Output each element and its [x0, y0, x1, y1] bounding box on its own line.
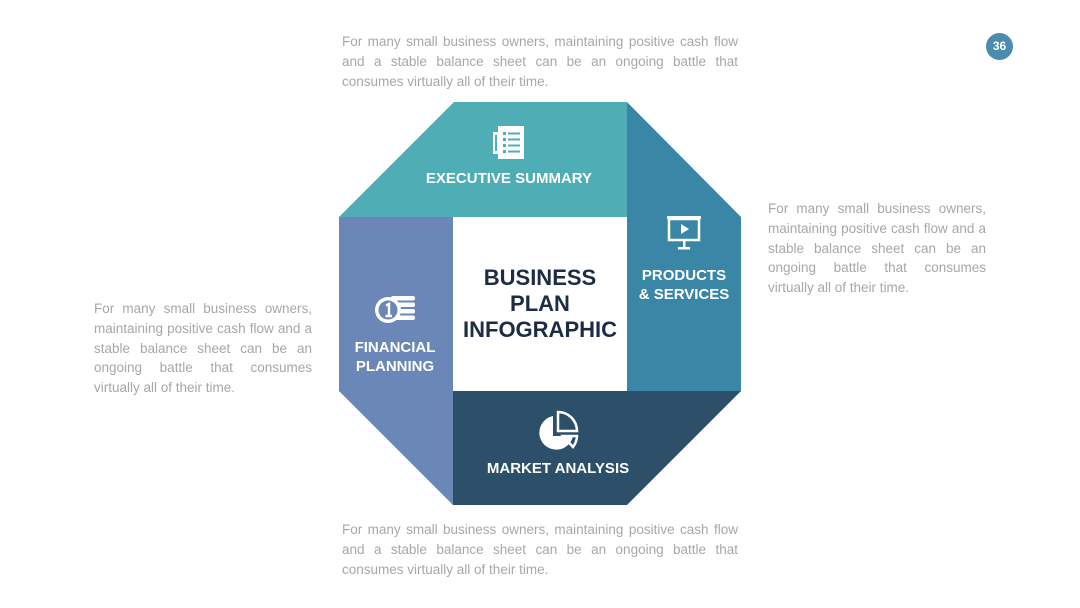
- center-title-line3: INFOGRAPHIC: [463, 317, 617, 342]
- center-title-line2: PLAN: [510, 291, 570, 316]
- page-number-badge: 36: [986, 33, 1013, 60]
- coins-icon: [375, 296, 415, 323]
- products-services-label-line1: PRODUCTS: [642, 267, 726, 284]
- center-panel: [453, 217, 627, 391]
- presentation-board-icon: [667, 216, 701, 250]
- executive-summary-label: EXECUTIVE SUMMARY: [426, 170, 592, 187]
- description-right: For many small business owners, maintain…: [768, 201, 986, 296]
- segment-financial-planning: [339, 217, 453, 505]
- segment-market-analysis: [453, 391, 741, 505]
- segment-executive-summary: [339, 102, 627, 217]
- description-left: For many small business owners, maintain…: [94, 301, 312, 396]
- products-services-label-line2: & SERVICES: [639, 286, 730, 303]
- financial-planning-label-line2: PLANNING: [356, 358, 434, 375]
- description-bottom: For many small business owners, maintain…: [342, 522, 738, 577]
- center-title-line1: BUSINESS: [484, 265, 596, 290]
- financial-planning-label-line1: FINANCIAL: [355, 339, 436, 356]
- document-icon: [493, 126, 524, 159]
- market-analysis-label: MARKET ANALYSIS: [487, 460, 629, 477]
- description-top: For many small business owners, maintain…: [342, 34, 738, 89]
- pie-chart-icon: [539, 410, 579, 450]
